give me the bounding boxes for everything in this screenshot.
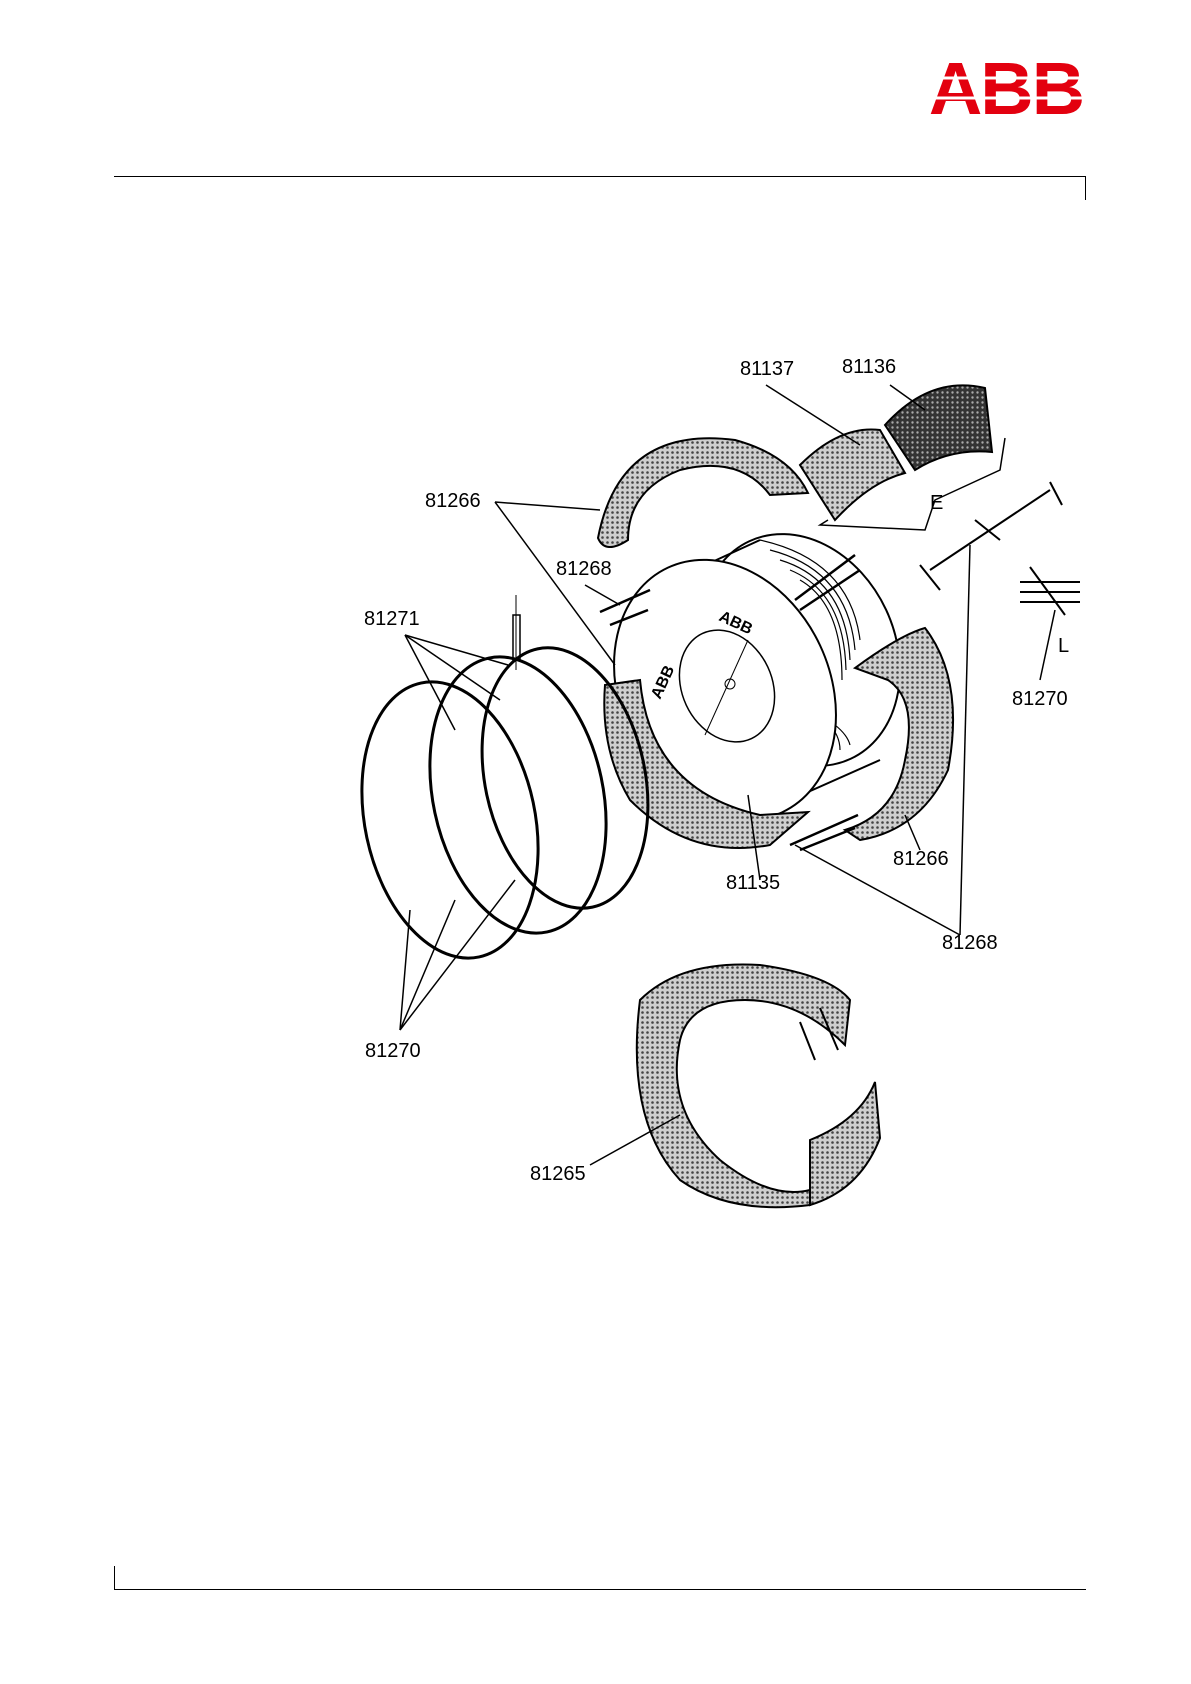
callout-81137: 81137: [740, 358, 794, 381]
callout-l: L: [1058, 635, 1069, 658]
callout-81268-top: 81268: [556, 558, 612, 581]
callout-81268-bottom: 81268: [942, 932, 998, 955]
filter-segment-81136: [885, 385, 992, 470]
callout-81266-top: 81266: [425, 490, 481, 513]
detail-l-clamp: [920, 482, 1080, 615]
callout-81135: 81135: [726, 872, 780, 895]
callout-81270-left: 81270: [365, 1040, 421, 1063]
callout-81266-right: 81266: [893, 848, 949, 871]
callout-81270-right: 81270: [1012, 688, 1068, 711]
filter-segment-81137: [800, 429, 905, 520]
half-shell-81266-upper: [598, 438, 808, 547]
callout-81265: 81265: [530, 1163, 586, 1186]
callout-81136: 81136: [842, 356, 896, 379]
callout-81271: 81271: [364, 608, 420, 631]
callout-e: E: [930, 492, 943, 515]
outer-band-81265: [637, 964, 880, 1207]
